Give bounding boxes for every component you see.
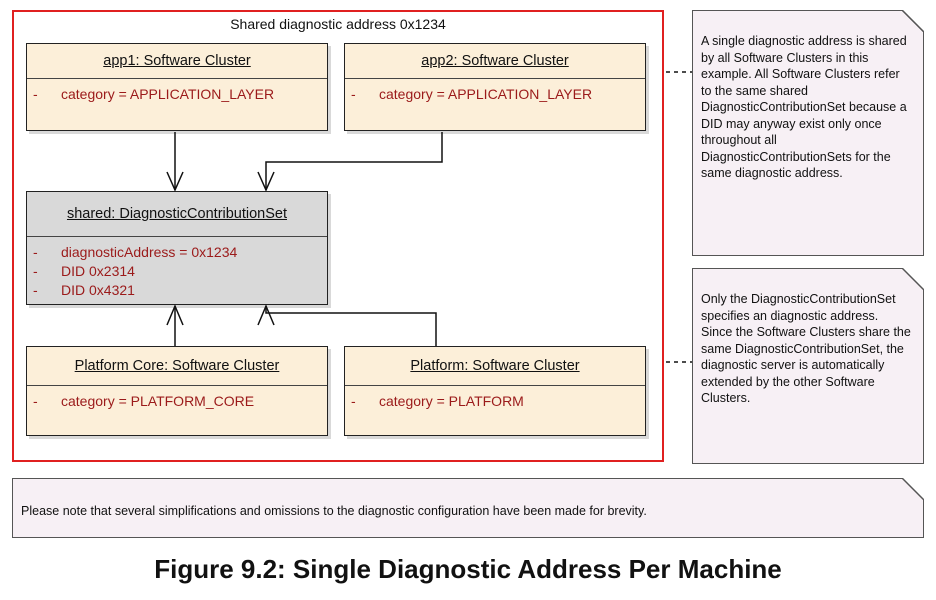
machine-frame: Shared diagnostic address 0x1234 [12, 10, 664, 462]
platform-category-attr: -category = PLATFORM [351, 393, 524, 409]
top-note: A single diagnostic address is shared by… [692, 10, 924, 256]
shared-diagnostic-contribution-set[interactable]: shared: DiagnosticContributionSet -diagn… [26, 191, 328, 305]
platform-software-cluster[interactable]: Platform: Software Cluster -category = P… [344, 346, 646, 436]
platform-core-category-attr: -category = PLATFORM_CORE [33, 393, 255, 409]
note-fold-icon [902, 10, 924, 32]
note-fold-icon [902, 268, 924, 290]
top-note-text: A single diagnostic address is shared by… [701, 34, 907, 180]
bottom-note-text: Please note that several simplifications… [21, 504, 647, 518]
figure-caption: Figure 9.2: Single Diagnostic Address Pe… [154, 554, 782, 584]
frame-title: Shared diagnostic address 0x1234 [230, 16, 446, 32]
app1-category-attr: -category = APPLICATION_LAYER [33, 86, 275, 102]
did-attr: -DID 0x4321 [33, 282, 135, 298]
platform-core-title: Platform Core: Software Cluster [74, 358, 280, 374]
app1-software-cluster[interactable]: app1: Software Cluster -category = APPLI… [26, 43, 328, 131]
app2-software-cluster[interactable]: app2: Software Cluster -category = APPLI… [344, 43, 646, 131]
did-attr: -DID 0x2314 [33, 263, 135, 279]
middle-note: Only the DiagnosticContributionSet speci… [692, 268, 924, 464]
app1-title: app1: Software Cluster [103, 53, 251, 69]
app2-title: app2: Software Cluster [421, 53, 569, 69]
app2-category-attr: -category = APPLICATION_LAYER [351, 86, 593, 102]
bottom-note: Please note that several simplifications… [12, 478, 924, 538]
note-fold-icon [902, 478, 924, 500]
middle-note-text: Only the DiagnosticContributionSet speci… [701, 292, 911, 405]
shared-title: shared: DiagnosticContributionSet [66, 206, 288, 222]
platform-core-software-cluster[interactable]: Platform Core: Software Cluster -categor… [26, 346, 328, 436]
platform-title: Platform: Software Cluster [410, 358, 580, 374]
diagnostic-address-attr: -diagnosticAddress = 0x1234 [33, 244, 238, 260]
